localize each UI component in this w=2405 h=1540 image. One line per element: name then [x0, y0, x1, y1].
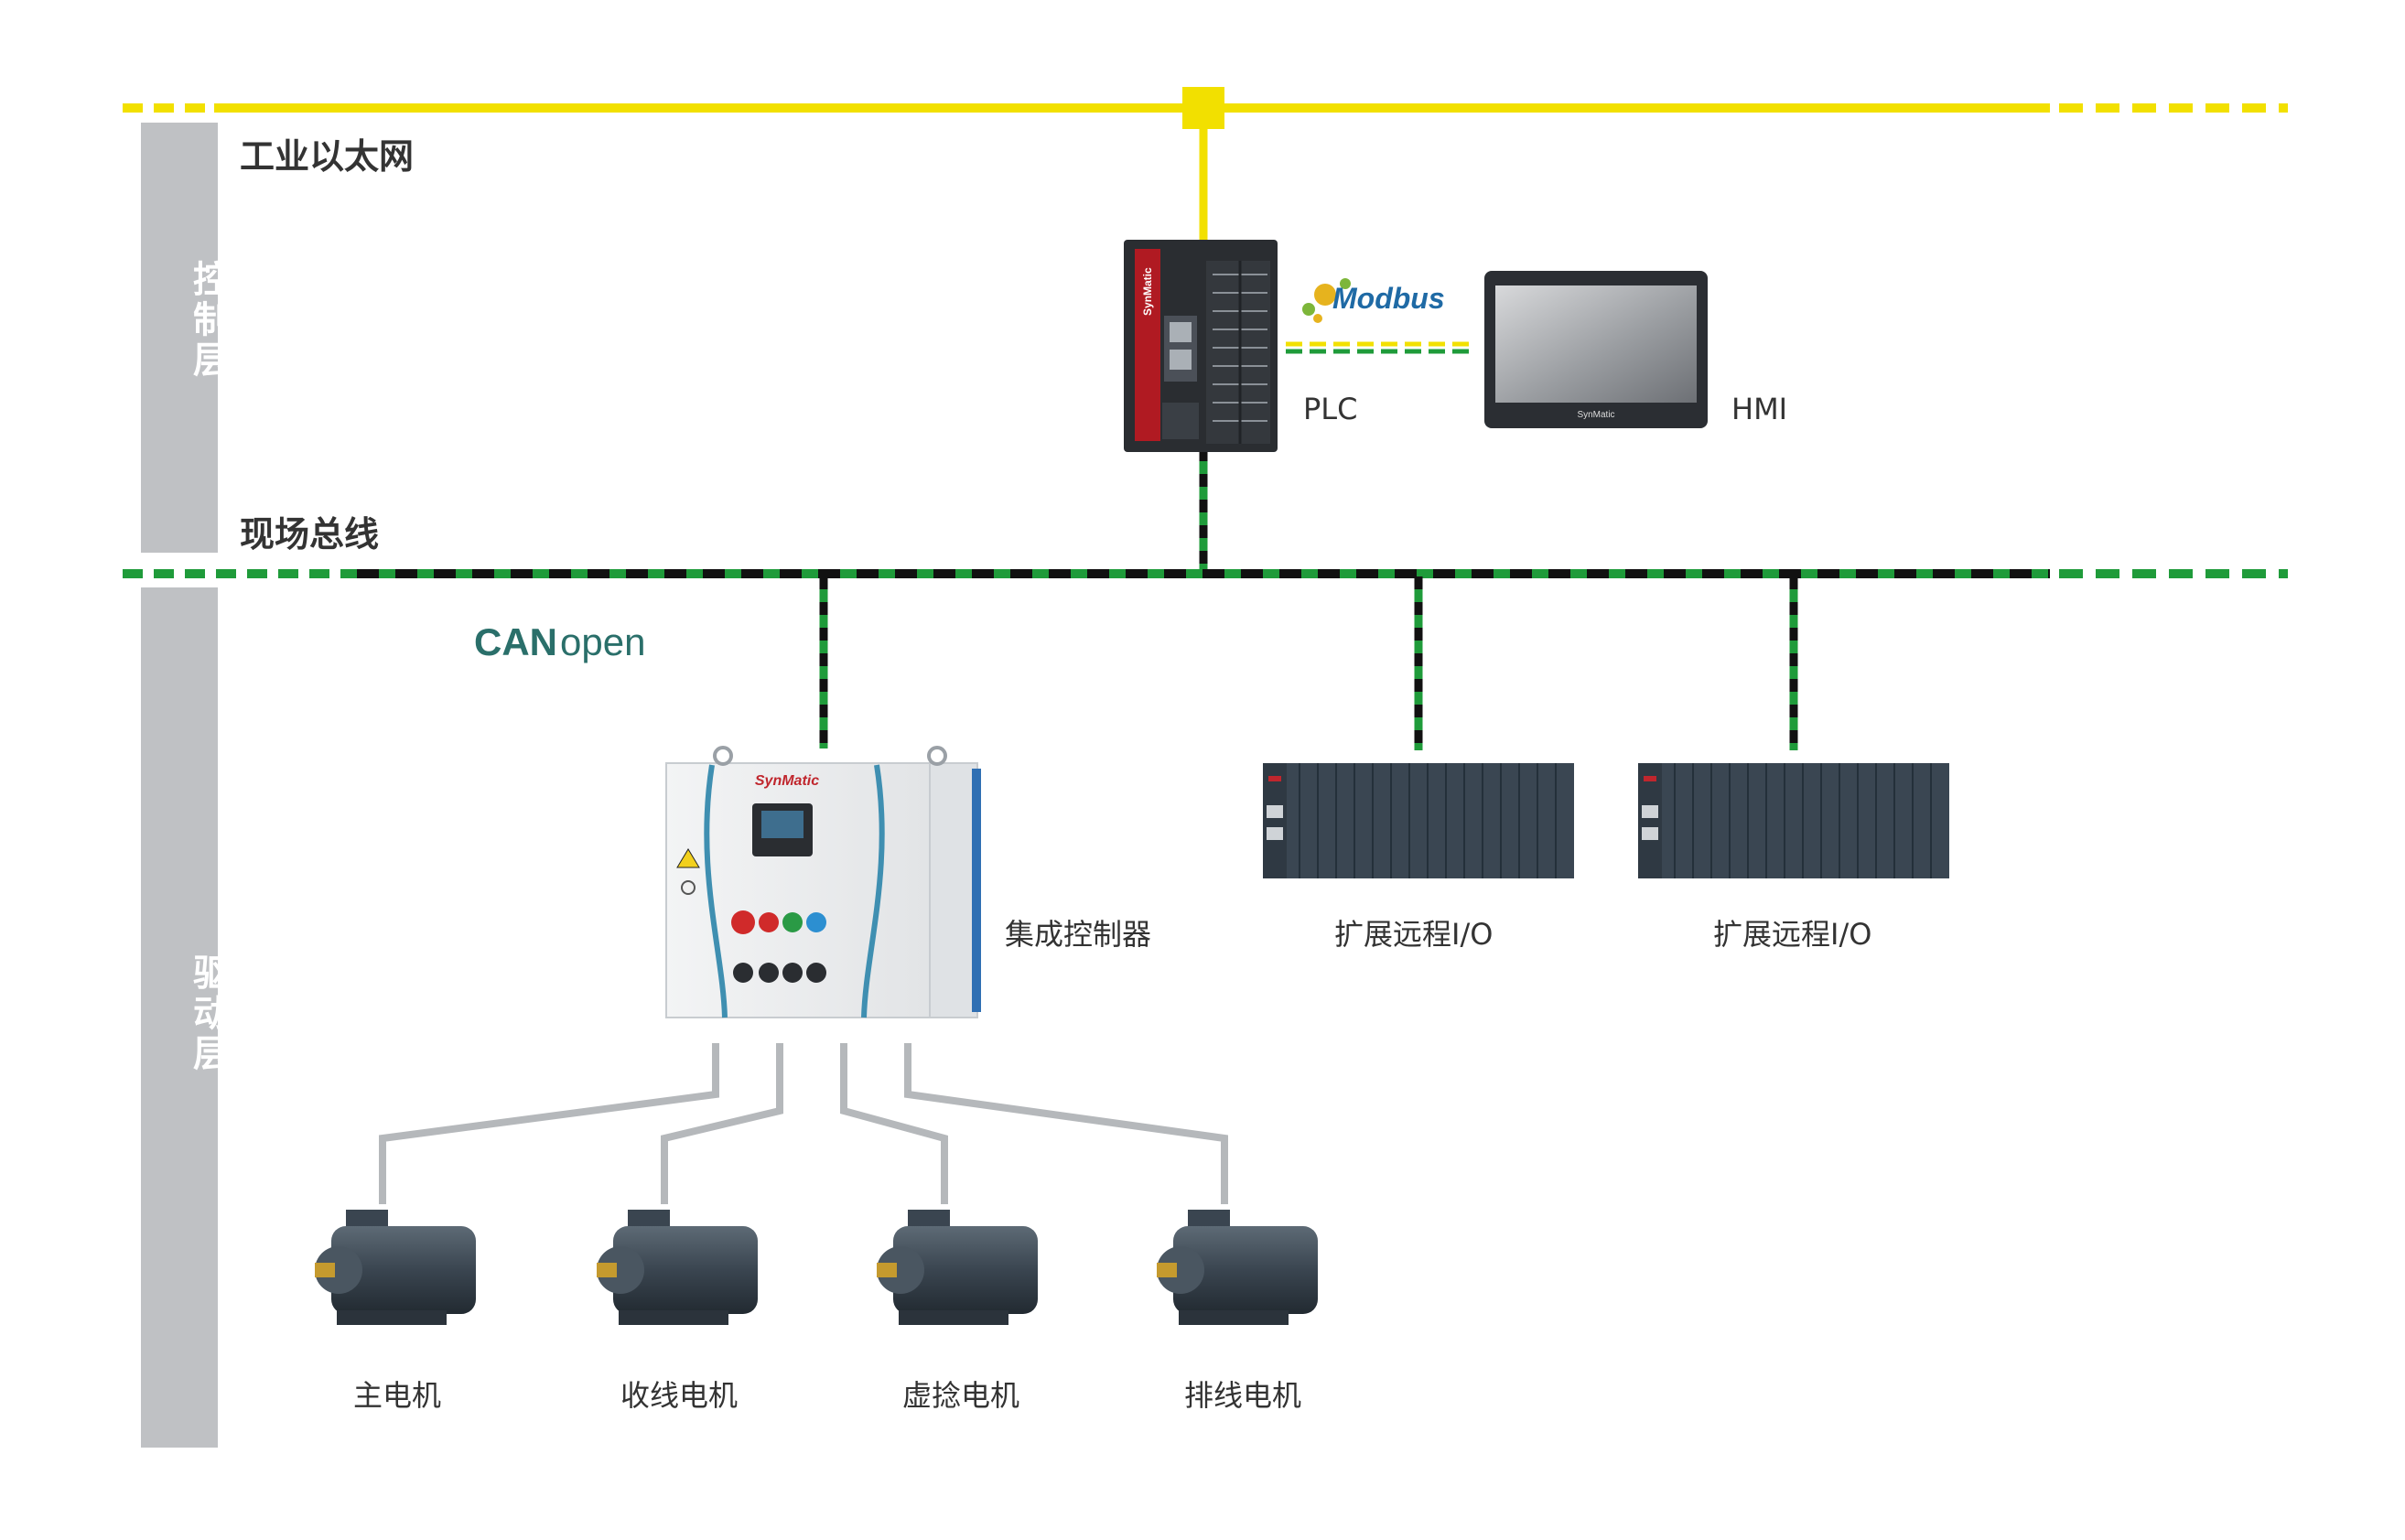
svg-text:open: open	[560, 620, 645, 663]
drive-layer-label: 驱动层	[187, 953, 229, 1074]
hmi-label: HMI	[1731, 392, 1788, 426]
ethernet-switch-node	[1182, 87, 1224, 129]
svg-text:SynMatic: SynMatic	[755, 773, 819, 789]
modbus-logo: Modbus	[1302, 278, 1445, 323]
motor-3	[877, 1210, 1038, 1325]
svg-text:SynMatic: SynMatic	[1141, 267, 1154, 316]
drive-layer-bar: 驱动层	[141, 587, 229, 1448]
ethernet-bus	[123, 87, 2288, 240]
motor-4	[1157, 1210, 1318, 1325]
fieldbus	[123, 448, 2288, 750]
remote-io-1-label: 扩展远程I/O	[1334, 917, 1494, 952]
controller-label: 集成控制器	[1005, 917, 1152, 952]
remote-io-1-slices	[1299, 763, 1557, 878]
plc-label: PLC	[1303, 392, 1358, 426]
controller-cabinet: SynMatic	[665, 746, 981, 1018]
svg-text:SynMatic: SynMatic	[1577, 410, 1614, 420]
plc-device: SynMatic	[1124, 240, 1278, 452]
remote-io-2	[1638, 763, 1949, 878]
motor-2	[597, 1210, 758, 1325]
motor-2-label: 收线电机	[620, 1378, 739, 1413]
fieldbus-label: 现场总线	[240, 514, 380, 555]
motor-4-label: 排线电机	[1184, 1378, 1302, 1413]
hmi-device: SynMatic	[1484, 271, 1708, 428]
modbus-link	[1286, 341, 1473, 354]
remote-io-2-label: 扩展远程I/O	[1713, 917, 1872, 952]
canopen-logo: CAN open	[474, 620, 645, 663]
svg-text:CAN: CAN	[474, 620, 557, 663]
motor-1	[315, 1210, 476, 1325]
motor-1-label: 主电机	[353, 1378, 442, 1413]
control-layer-bar: 控制层	[141, 123, 229, 553]
ethernet-label: 工业以太网	[240, 136, 415, 177]
motor-3-label: 虚捻电机	[902, 1378, 1020, 1413]
control-layer-label: 控制层	[187, 260, 229, 381]
remote-io-2-slices	[1674, 763, 1932, 878]
plc-red-stripe	[1135, 249, 1160, 441]
modbus-text: Modbus	[1332, 282, 1445, 315]
motor-cables	[379, 1043, 1228, 1204]
remote-io-1	[1263, 763, 1574, 878]
